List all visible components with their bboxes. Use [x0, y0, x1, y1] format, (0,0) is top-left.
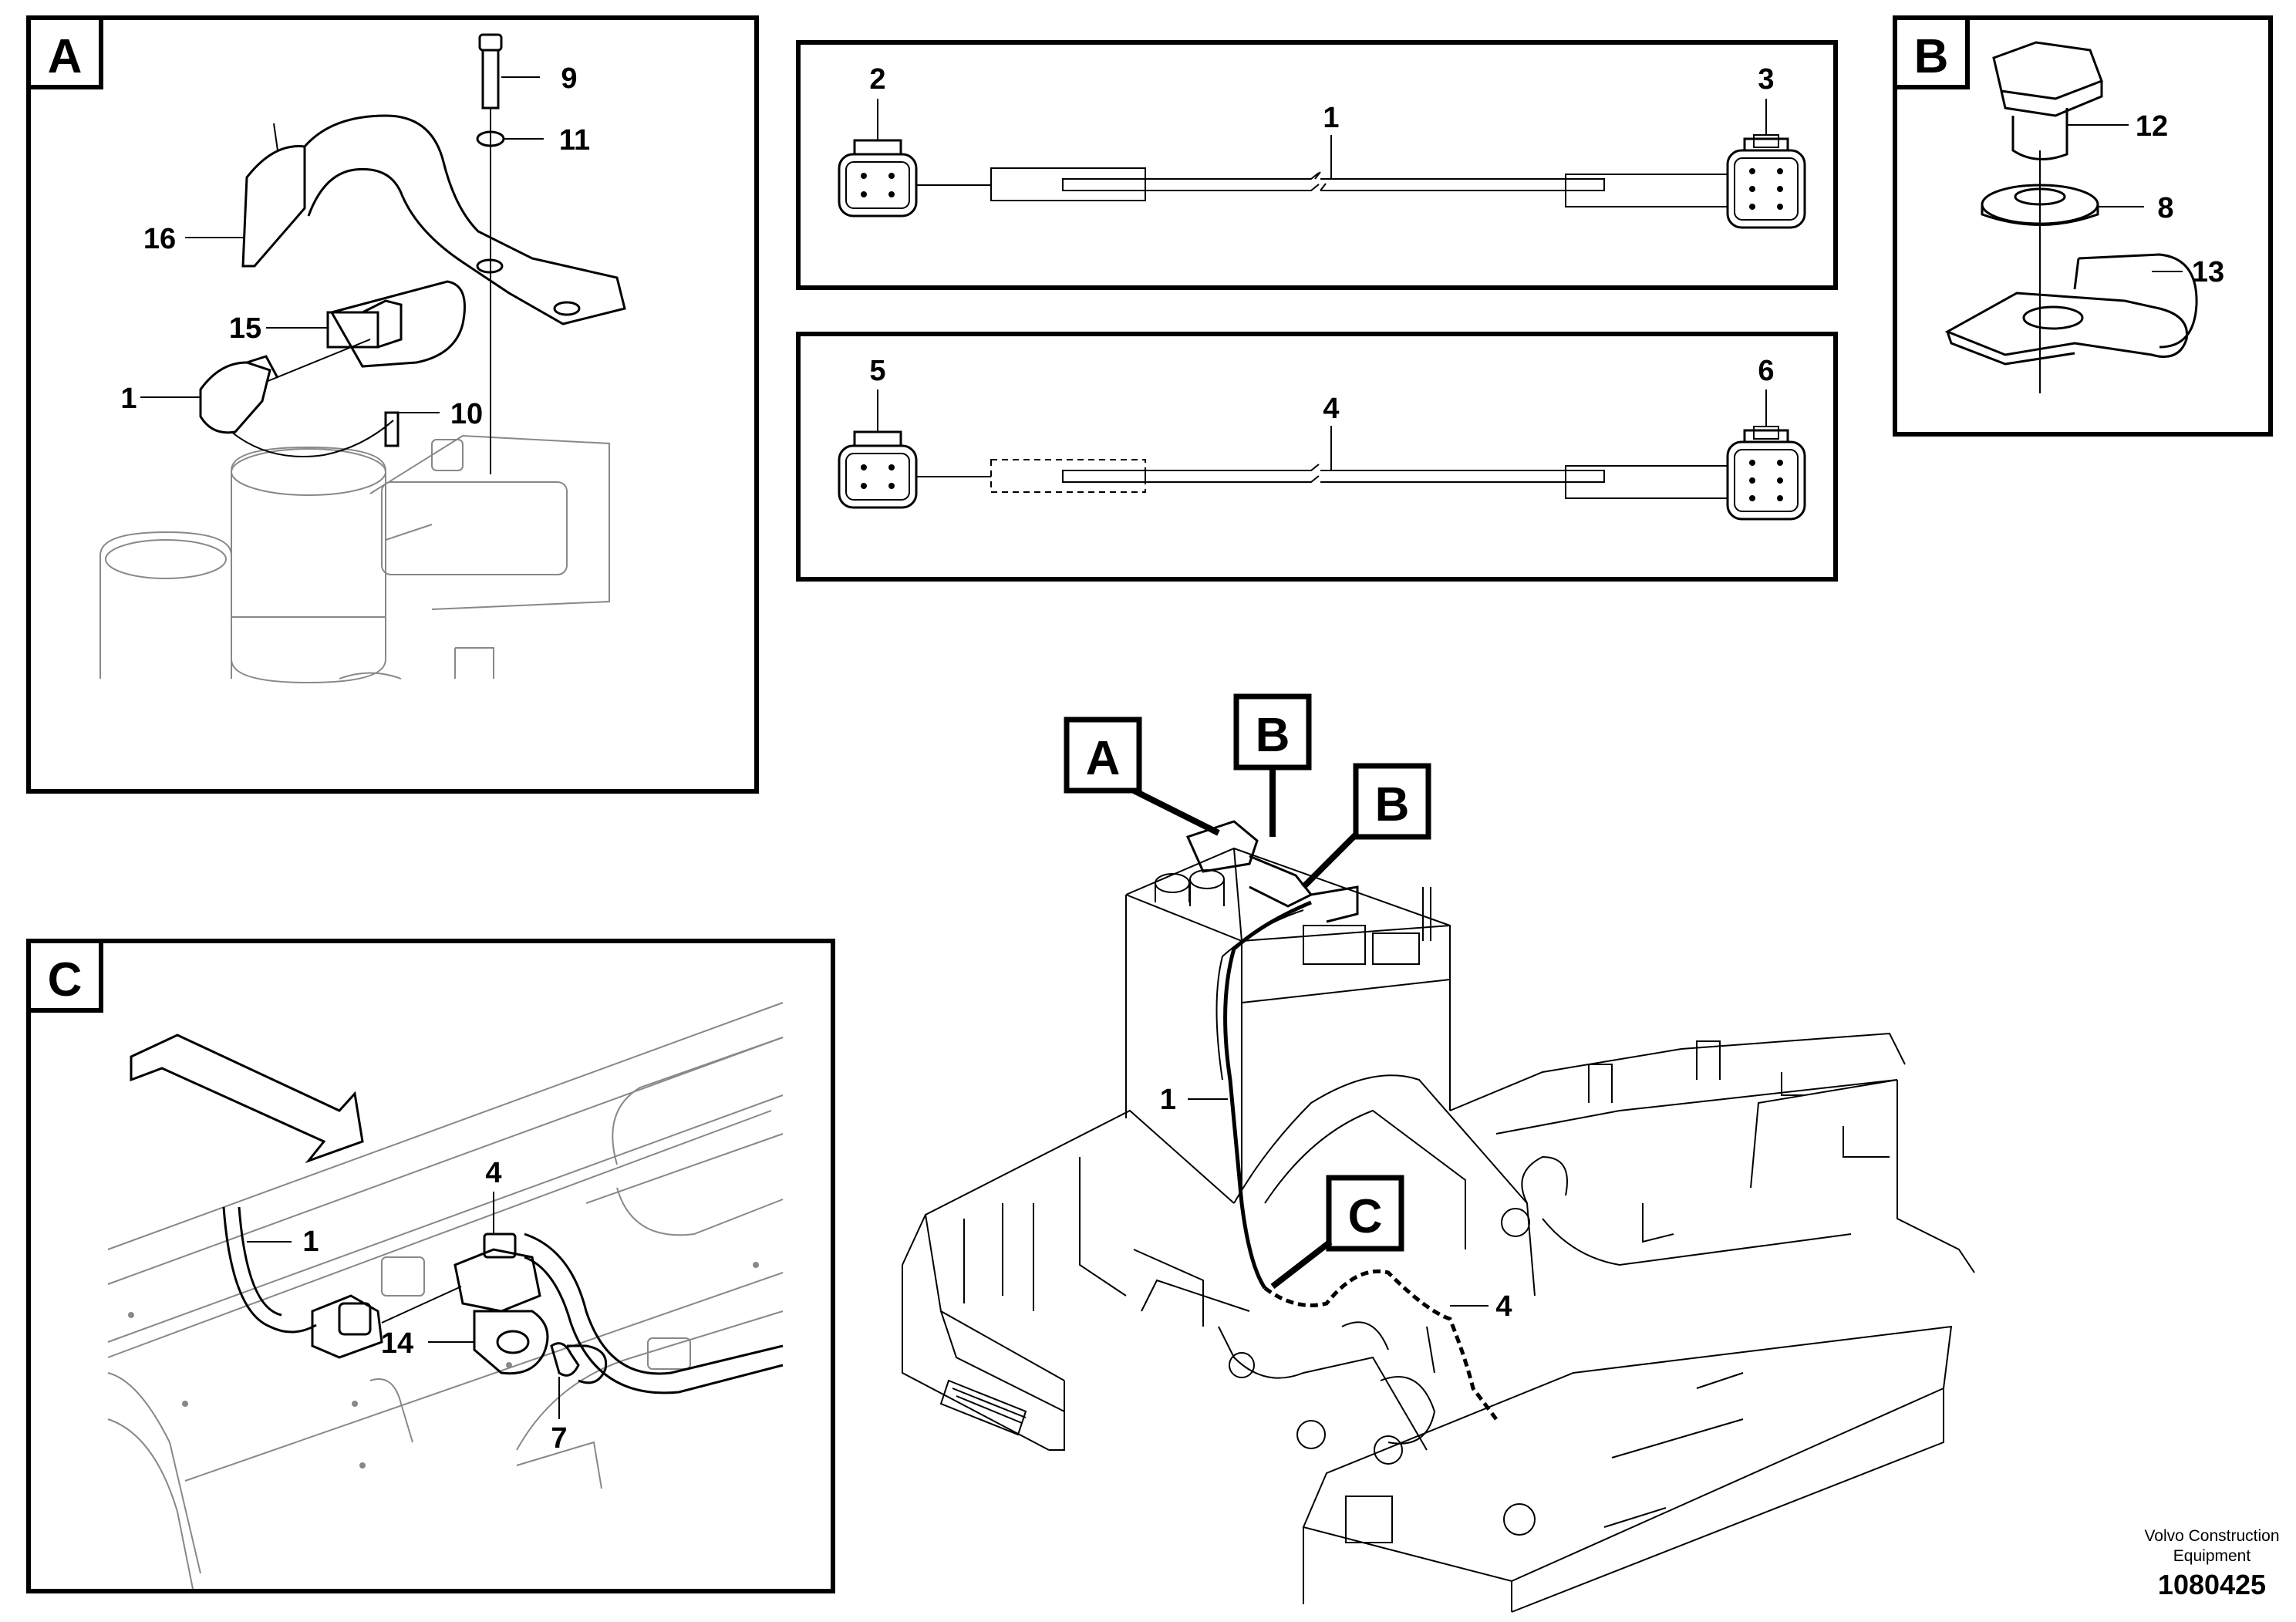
svg-text:4: 4: [1495, 1290, 1512, 1323]
callout-b-1: B: [1233, 693, 1312, 837]
svg-text:A: A: [1086, 732, 1121, 785]
panel-c-frame-structure: [107, 1002, 784, 1590]
pin-10: [384, 411, 400, 447]
callout-a: A: [1064, 717, 1220, 836]
footer-block: Volvo Construction Equipment 1080425: [2144, 1527, 2279, 1600]
svg-text:B: B: [1375, 778, 1410, 831]
panel-a-letter: A: [48, 30, 83, 83]
svg-text:8: 8: [2157, 192, 2173, 224]
harness-2-frame: [796, 332, 1838, 582]
svg-text:4: 4: [485, 1157, 501, 1189]
connector-1: [199, 339, 394, 457]
svg-text:14: 14: [381, 1327, 413, 1360]
company-line-2: Equipment: [2173, 1547, 2251, 1565]
connector-1-detail-c: [311, 1294, 383, 1359]
panel-b-letter: B: [1914, 30, 1949, 83]
svg-text:3: 3: [1758, 63, 1774, 96]
svg-text:1: 1: [302, 1226, 319, 1258]
bolt-7: [550, 1342, 608, 1384]
connector-6: [1726, 426, 1806, 521]
connector-3: [1726, 134, 1806, 229]
overview-cable-4: [1263, 1269, 1498, 1421]
connector-4-detail-c: [453, 1233, 541, 1313]
callout-c: C: [1270, 1175, 1404, 1290]
panel-a-letter-box: [26, 15, 103, 89]
detail-panel-b: B 12 8 13: [1893, 15, 2273, 437]
overview-cable-1: [1223, 900, 1312, 1290]
svg-text:C: C: [1348, 1190, 1383, 1243]
callout-b-2: B: [1301, 763, 1431, 889]
rear-deck: [1302, 1325, 1953, 1613]
overview-machine: A B B C 1 4: [902, 693, 1975, 1613]
svg-text:6: 6: [1758, 355, 1774, 387]
panel-c-frame: [26, 939, 835, 1593]
svg-text:16: 16: [143, 223, 176, 255]
svg-text:9: 9: [561, 62, 577, 95]
boom-mount: [1218, 1074, 1568, 1451]
detail-panel-c: C: [26, 939, 835, 1593]
cable-1: [222, 1206, 317, 1334]
harness-1-panel: 2 1 3: [796, 40, 1838, 290]
drawing-number: 1080425: [2158, 1569, 2266, 1600]
bracket-14: [473, 1310, 549, 1375]
panel-c-letter: C: [48, 953, 83, 1007]
direction-arrow: [130, 1034, 364, 1164]
cable-4: [524, 1233, 784, 1375]
panel-c-letter-box: [26, 939, 103, 1013]
main-frame: [902, 1032, 1975, 1451]
overview-sensor: [1185, 820, 1359, 923]
svg-text:2: 2: [869, 63, 885, 96]
detail-panel-a: A: [26, 15, 759, 794]
svg-text:11: 11: [559, 124, 590, 157]
svg-text:1: 1: [1160, 1084, 1176, 1116]
harness-1-frame: [796, 40, 1838, 290]
svg-text:7: 7: [551, 1422, 567, 1455]
svg-text:13: 13: [2192, 256, 2224, 288]
panel-b-letter-box: [1893, 15, 1970, 89]
svg-text:5: 5: [869, 355, 885, 387]
harness-2-panel: 5 4 6: [796, 332, 1838, 582]
svg-text:12: 12: [2136, 110, 2168, 143]
svg-text:B: B: [1256, 709, 1290, 762]
svg-text:10: 10: [450, 398, 483, 430]
harness-2-sleeve-left-dashed: [990, 459, 1146, 493]
svg-text:1: 1: [1323, 102, 1339, 134]
panel-a-housing: [99, 434, 610, 684]
svg-text:1: 1: [120, 383, 137, 415]
panel-a-frame: [26, 15, 759, 794]
company-line-1: Volvo Construction: [2144, 1527, 2279, 1545]
bolt-12: [1992, 41, 2103, 160]
svg-text:15: 15: [229, 312, 261, 345]
svg-text:4: 4: [1323, 393, 1339, 425]
